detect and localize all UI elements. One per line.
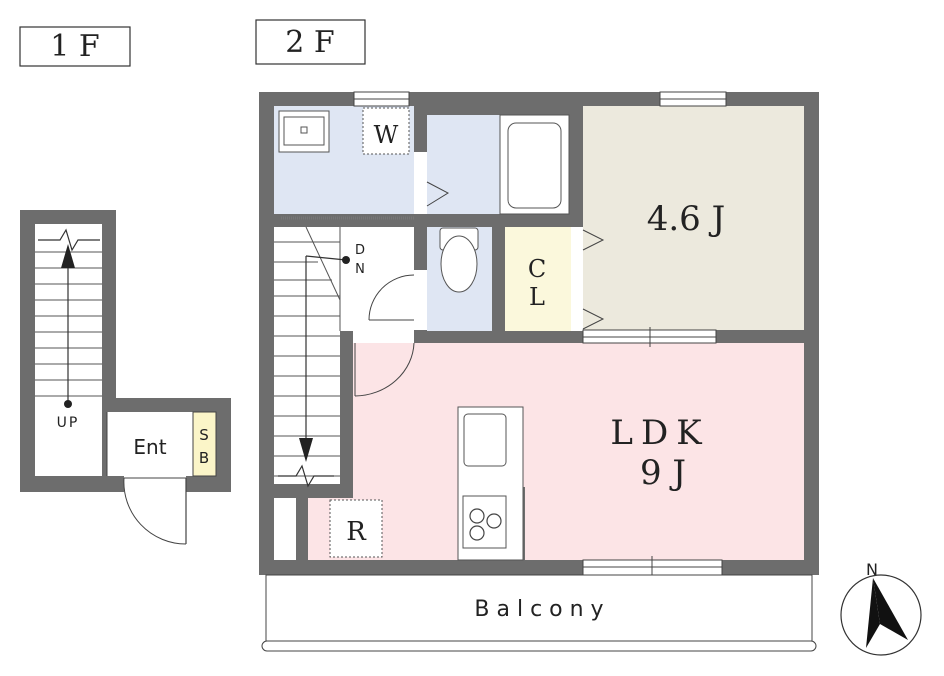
floor-2f-text: 2 F [285,25,334,60]
western-room [583,106,804,330]
north-compass-icon: N [840,560,922,656]
stairs-up-label: UP [57,415,80,431]
shoe-box-s: S [199,426,209,444]
fridge-label: R [346,517,367,547]
washer-space [362,107,410,155]
second-floor-plan: W 4.6 J C L [259,91,819,578]
floor-label-2f: 2 F [255,19,366,65]
up-arrow-icon [61,244,75,268]
kitchen-sink [463,413,507,467]
down-arrow-icon [299,438,313,462]
floor-1f-text: 1 F [50,29,99,64]
western-room-label: 4.6 J [647,199,726,239]
washer-label: W [374,121,399,149]
entry-door-swing [123,477,187,545]
bathtub [507,122,562,209]
entrance-label: Ent [133,435,166,459]
closet-label-l: L [529,283,545,311]
stairs-down-n: N [355,262,365,277]
fridge-space [329,499,383,558]
toilet [440,235,478,293]
floor-label-1f: 1 F [19,26,131,67]
ldk-room [353,343,804,560]
shoe-box [192,411,217,477]
stairs-down-d: D [355,243,365,258]
compass-north-label: N [866,560,878,579]
shoe-box-b: B [199,449,209,467]
balcony: B a l c o n y [261,574,817,652]
balcony-label: B a l c o n y [474,597,603,622]
closet-label-c: C [528,255,546,283]
closet [505,227,571,331]
ldk-label-line1: LDK [610,413,709,453]
first-floor-plan: UP Ent S B [20,210,231,545]
ldk-label-line2: 9 J [640,453,686,493]
